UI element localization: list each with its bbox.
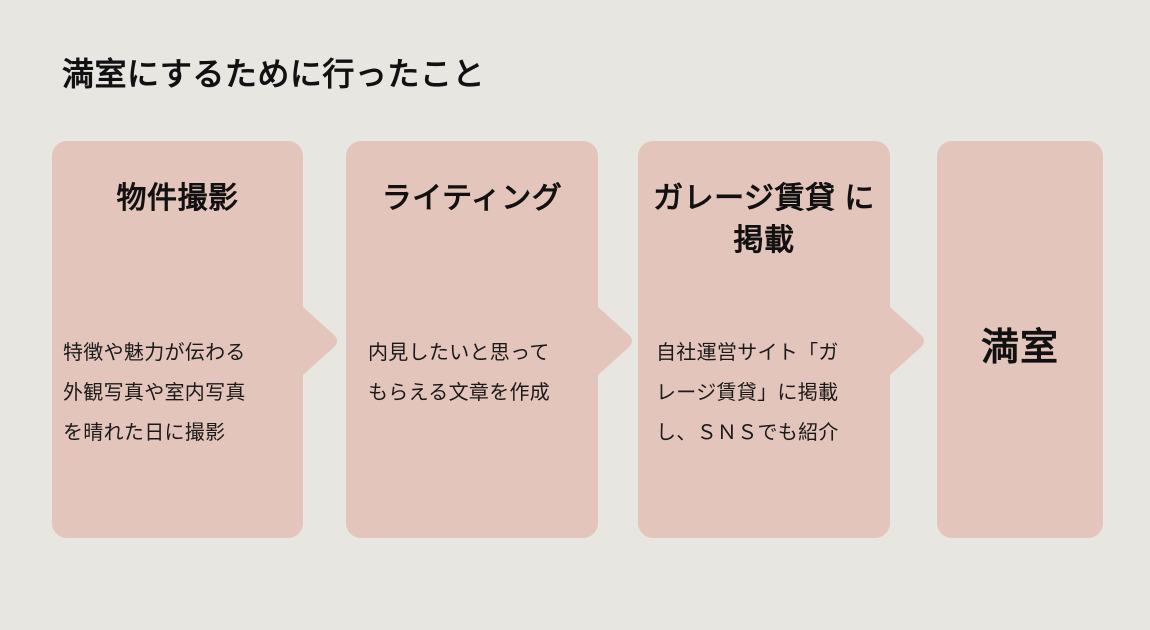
- step-3-heading: ガレージ賃貸 に掲載: [638, 178, 890, 262]
- page-title: 満室にするために行ったこと: [62, 56, 485, 92]
- step-3-body-line-3: し、ＳＮＳでも紹介: [656, 422, 839, 444]
- flow-step-card-1: 物件撮影 特徴や魅力が伝わる 外観写真や室内写真 を晴れた日に撮影: [52, 141, 303, 538]
- step-1-heading: 物件撮影: [116, 182, 239, 215]
- step-1-body-line-3: を晴れた日に撮影: [63, 422, 226, 444]
- step-1-body-line-1: 特徴や魅力が伝わる: [63, 342, 246, 364]
- step-2-heading: ライティング: [381, 182, 563, 215]
- step-3-heading-line-1: ガレージ賃貸: [653, 182, 836, 215]
- step-2-body-line-2: もらえる文章を作成: [368, 382, 551, 404]
- result-label: 満室: [980, 327, 1059, 369]
- step-1-body-line-2: 外観写真や室内写真: [63, 382, 246, 404]
- step-3-body-line-1: 自社運営サイト「ガ: [656, 342, 839, 364]
- step-2-body: 内見したいと思って もらえる文章を作成: [346, 333, 598, 413]
- flow-step-card-2: ライティング 内見したいと思って もらえる文章を作成: [346, 141, 598, 538]
- flow-step-card-3: ガレージ賃貸 に掲載 自社運営サイト「ガ レージ賃貸」に掲載 し、ＳＮＳでも紹介: [638, 141, 890, 538]
- arrow-right-icon-3: [882, 307, 924, 375]
- step-1-body: 特徴や魅力が伝わる 外観写真や室内写真 を晴れた日に撮影: [52, 333, 303, 453]
- step-3-body-line-2: レージ賃貸」に掲載: [656, 382, 839, 404]
- step-3-heading-line-2: に掲載: [733, 182, 875, 257]
- step-2-body-line-1: 内見したいと思って: [368, 342, 550, 364]
- flow-result-card: 満室: [937, 141, 1103, 538]
- arrow-right-icon-2: [590, 307, 632, 375]
- arrow-right-icon-1: [295, 307, 337, 375]
- step-3-body: 自社運営サイト「ガ レージ賃貸」に掲載 し、ＳＮＳでも紹介: [638, 333, 890, 453]
